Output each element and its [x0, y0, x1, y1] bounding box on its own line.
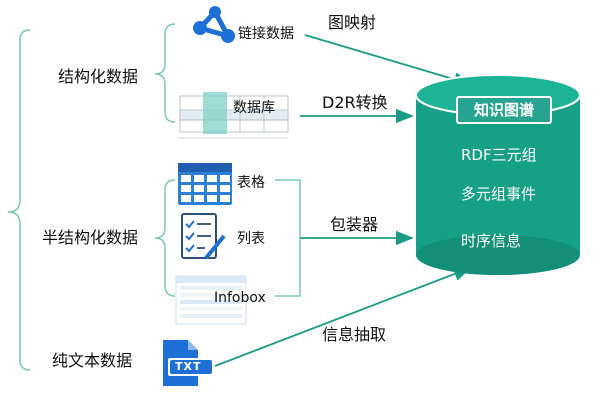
knowledge-graph-title: 知识图谱 — [456, 96, 552, 124]
semi-merge-bracket — [275, 179, 301, 297]
txt-file-icon — [163, 340, 214, 386]
relation-d2r: D2R转换 — [322, 93, 388, 112]
arrow-extraction — [214, 267, 472, 367]
category-structured: 结构化数据 — [58, 67, 139, 86]
kb-item-rdf: RDF三元组 — [461, 146, 537, 164]
main-brace — [7, 29, 31, 371]
relation-wrapper: 包装器 — [330, 215, 379, 234]
source-database: 数据库 — [233, 100, 275, 116]
source-infobox: Infobox — [214, 290, 266, 306]
category-semi-structured: 半结构化数据 — [42, 228, 139, 247]
source-list: 列表 — [237, 231, 265, 247]
table-grid-icon — [178, 163, 232, 205]
relation-extraction: 信息抽取 — [322, 325, 387, 344]
infobox-card-icon — [175, 275, 247, 325]
arrow-graph-mapping — [304, 34, 472, 87]
relation-graph-mapping: 图映射 — [328, 13, 377, 32]
source-table: 表格 — [237, 175, 265, 191]
txt-label: TXT — [175, 360, 202, 373]
semi-structured-brace — [154, 179, 176, 297]
network-icon — [193, 6, 235, 43]
kb-item-temporal: 时序信息 — [461, 232, 522, 250]
database-table-icon — [178, 92, 289, 139]
category-plain-text: 纯文本数据 — [52, 351, 133, 370]
kb-item-events: 多元组事件 — [461, 185, 537, 203]
checklist-icon — [181, 213, 226, 260]
source-linked-data: 链接数据 — [238, 26, 294, 42]
structured-brace — [154, 23, 176, 123]
